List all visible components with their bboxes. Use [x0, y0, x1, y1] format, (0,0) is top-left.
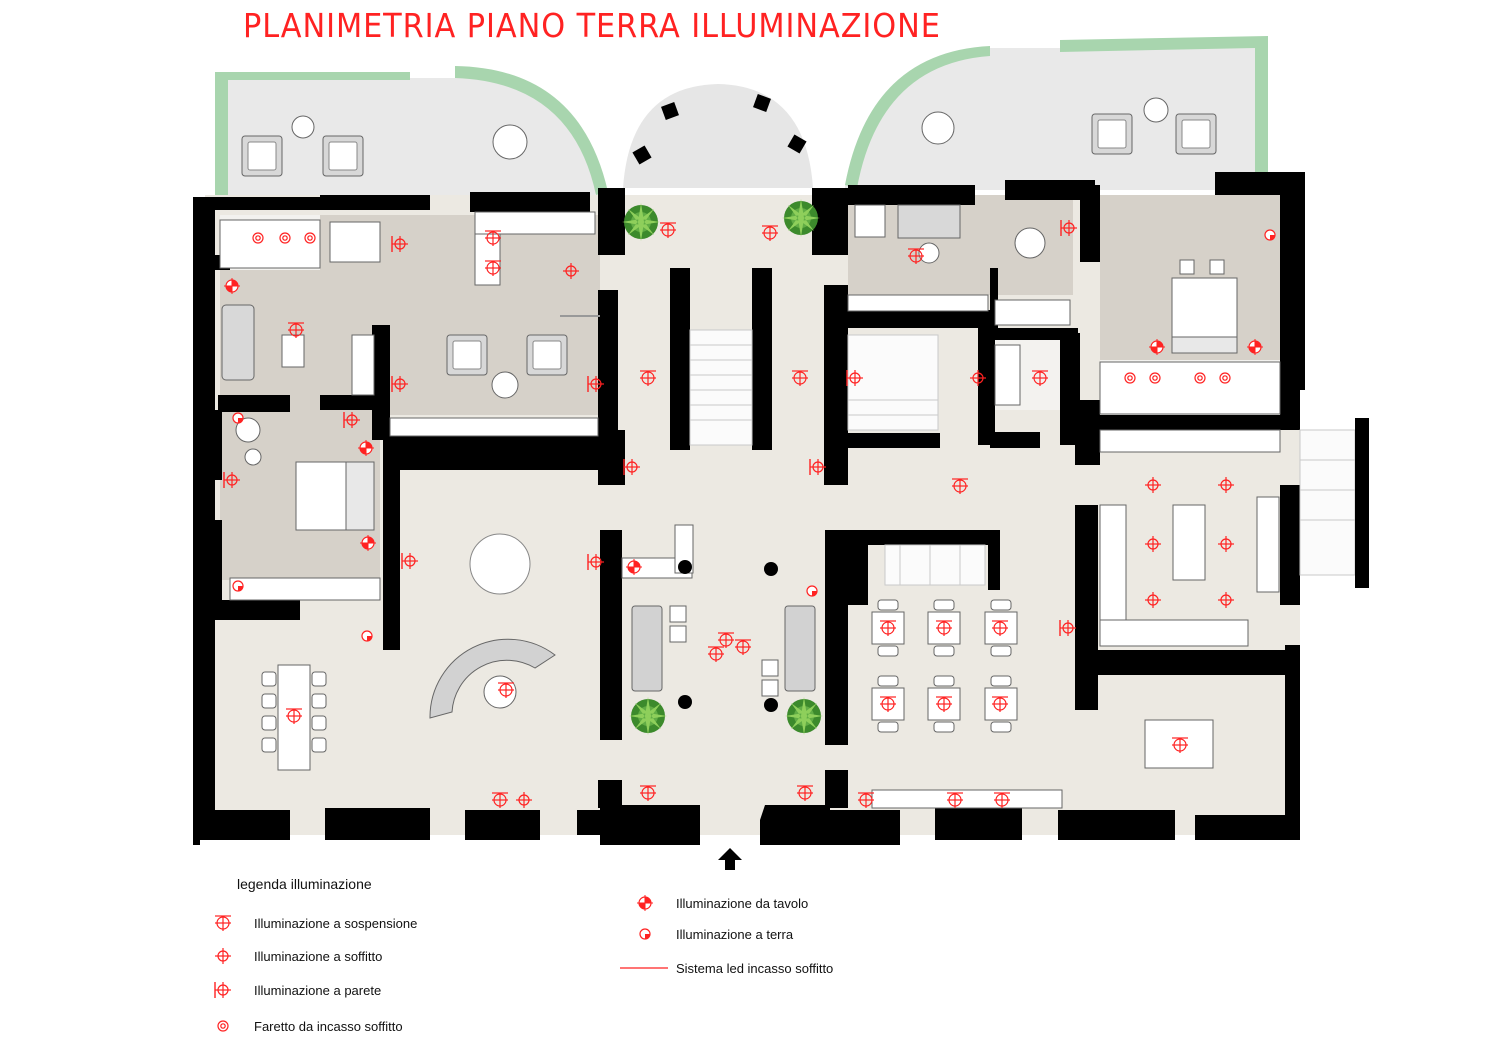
legend-item-led: Sistema led incasso soffitto	[620, 958, 833, 978]
pendant-light-icon	[210, 913, 250, 933]
legend-item-pendant: Illuminazione a sospensione	[210, 913, 417, 933]
ceiling-light-icon	[210, 946, 250, 966]
restaurant-tables	[871, 599, 1018, 733]
legend-label: Illuminazione a parete	[254, 982, 382, 998]
exterior-stair-wall	[1355, 418, 1369, 588]
legend-label: Faretto da incasso soffitto	[254, 1018, 403, 1034]
legend-item-recessed: Faretto da incasso soffitto	[210, 1016, 403, 1036]
table-lamp-icon	[632, 893, 672, 913]
led-strip-icon	[620, 958, 672, 978]
legend-item-wall: Illuminazione a parete	[210, 980, 381, 1000]
walls	[193, 172, 1305, 845]
legend-label: Illuminazione a sospensione	[254, 915, 418, 931]
legend-label: Illuminazione da tavolo	[676, 895, 809, 911]
legend-label: Sistema led incasso soffitto	[676, 960, 834, 976]
legend-title: legenda illuminazione	[237, 876, 372, 892]
terrace-center	[623, 84, 813, 188]
legend-item-table: Illuminazione da tavolo	[632, 893, 808, 913]
terrace-right	[845, 36, 1268, 190]
recessed-spotlight-icon	[210, 1016, 250, 1036]
page-title: PLANIMETRIA PIANO TERRA ILLUMINAZIONE	[243, 6, 941, 45]
legend-item-ceiling: Illuminazione a soffitto	[210, 946, 382, 966]
furniture	[219, 97, 1281, 809]
legend-label: Illuminazione a soffitto	[254, 948, 383, 964]
legend-item-floor: Illuminazione a terra	[632, 924, 793, 944]
wall-light-icon	[210, 980, 250, 1000]
entrance-arrow-icon	[718, 848, 742, 870]
legend-label: Illuminazione a terra	[676, 926, 794, 942]
stairs	[689, 329, 1356, 586]
terrace-left	[215, 66, 608, 195]
columns	[632, 94, 807, 712]
floor-lamp-icon	[632, 924, 672, 944]
